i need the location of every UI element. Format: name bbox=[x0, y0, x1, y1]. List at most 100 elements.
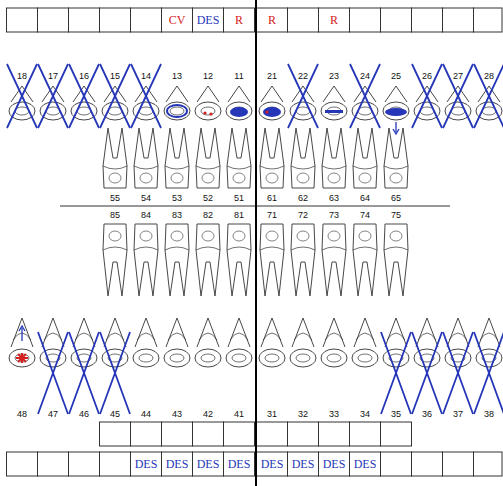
chart-cell bbox=[381, 452, 412, 476]
chart-cell bbox=[443, 452, 474, 476]
extraction-cross bbox=[131, 64, 161, 128]
tooth-drawing bbox=[353, 128, 377, 188]
tooth-drawing bbox=[227, 128, 251, 188]
tooth-number: 84 bbox=[140, 211, 152, 220]
chart-cell bbox=[257, 8, 288, 32]
tooth-drawing bbox=[73, 318, 95, 347]
status-code: DES bbox=[135, 458, 158, 470]
chart-cell bbox=[350, 422, 381, 446]
tooth-drawing bbox=[321, 349, 347, 367]
chart-cell bbox=[7, 8, 38, 32]
chart-cell bbox=[162, 452, 193, 476]
tooth-drawing bbox=[75, 333, 93, 340]
extraction-cross bbox=[412, 64, 442, 128]
tooth-number: 28 bbox=[483, 72, 495, 81]
tooth-number: 27 bbox=[452, 72, 464, 81]
chart-cell bbox=[162, 422, 193, 446]
tooth-number: 45 bbox=[109, 410, 121, 419]
extraction-cross bbox=[412, 332, 442, 414]
chart-cell bbox=[100, 8, 131, 32]
tooth-drawing bbox=[106, 333, 124, 340]
chart-cell bbox=[412, 8, 443, 32]
tooth-number: 85 bbox=[109, 211, 121, 220]
tooth-number: 63 bbox=[328, 194, 340, 203]
extraction-cross bbox=[474, 64, 503, 128]
extraction-cross bbox=[381, 332, 411, 414]
tooth-drawing bbox=[259, 349, 285, 367]
tooth-number: 11 bbox=[233, 72, 244, 81]
tooth-number: 31 bbox=[266, 410, 278, 419]
caries-mark bbox=[209, 112, 212, 115]
chart-cell bbox=[100, 422, 131, 446]
tooth-drawing bbox=[385, 86, 407, 102]
extraction-cross bbox=[38, 332, 68, 414]
tooth-drawing bbox=[359, 173, 371, 183]
tooth-drawing bbox=[321, 102, 347, 120]
tooth-number: 72 bbox=[297, 211, 309, 220]
tooth-number: 52 bbox=[202, 194, 214, 203]
tooth-drawing bbox=[170, 107, 184, 115]
tooth-number: 55 bbox=[109, 194, 121, 203]
tooth-drawing bbox=[414, 349, 440, 367]
tooth-drawing bbox=[384, 224, 408, 296]
tooth-drawing bbox=[418, 333, 436, 340]
tooth-number: 41 bbox=[233, 410, 245, 419]
tooth-number: 62 bbox=[297, 194, 309, 203]
chart-cell bbox=[288, 8, 319, 32]
chart-cell bbox=[69, 8, 100, 32]
chart-cell bbox=[257, 452, 288, 476]
tooth-drawing bbox=[292, 318, 314, 347]
tooth-number: 83 bbox=[171, 211, 183, 220]
tooth-drawing bbox=[266, 173, 278, 183]
status-code: DES bbox=[197, 14, 220, 26]
extraction-cross bbox=[100, 64, 130, 128]
status-code: DES bbox=[261, 458, 284, 470]
extraction-cross bbox=[69, 332, 99, 414]
tooth-drawing bbox=[196, 247, 220, 250]
chart-cell bbox=[350, 452, 381, 476]
tooth-number: 43 bbox=[171, 410, 183, 419]
tooth-drawing bbox=[228, 86, 250, 102]
chart-cell bbox=[474, 8, 503, 32]
tooth-drawing bbox=[166, 86, 188, 102]
tooth-number: 12 bbox=[202, 72, 214, 81]
tooth-number: 34 bbox=[359, 410, 371, 419]
tooth-drawing bbox=[9, 349, 35, 367]
tooth-drawing bbox=[445, 349, 471, 367]
tooth-drawing bbox=[199, 333, 217, 340]
tooth-drawing bbox=[165, 128, 189, 188]
chart-cell bbox=[7, 452, 38, 476]
chart-cell bbox=[319, 452, 350, 476]
tooth-drawing bbox=[226, 102, 252, 120]
extraction-cross bbox=[350, 64, 380, 128]
tooth-drawing bbox=[383, 102, 409, 120]
extraction-cross bbox=[69, 64, 99, 128]
tooth-drawing bbox=[201, 354, 215, 362]
midline bbox=[255, 0, 257, 486]
tooth-drawing bbox=[109, 173, 121, 183]
status-code: DES bbox=[197, 458, 220, 470]
extraction-cross bbox=[443, 64, 473, 128]
chart-cell bbox=[131, 452, 162, 476]
extraction-cross bbox=[443, 332, 473, 414]
tooth-number: 13 bbox=[171, 72, 183, 81]
arrow-mark bbox=[395, 122, 396, 132]
tooth-drawing bbox=[359, 231, 371, 241]
tooth-drawing bbox=[202, 231, 214, 241]
chart-cell bbox=[38, 8, 69, 32]
tooth-drawing bbox=[384, 166, 408, 169]
tooth-drawing bbox=[328, 231, 340, 241]
tooth-drawing bbox=[322, 224, 346, 296]
tooth-number: 14 bbox=[140, 72, 152, 81]
tooth-number: 15 bbox=[109, 72, 121, 81]
tooth-drawing bbox=[135, 318, 157, 347]
filling-mark bbox=[167, 105, 187, 117]
tooth-drawing bbox=[260, 128, 284, 188]
tooth-number: 48 bbox=[16, 410, 28, 419]
tooth-drawing bbox=[291, 224, 315, 296]
tooth-drawing bbox=[165, 224, 189, 296]
status-code: CV bbox=[169, 14, 186, 26]
tooth-number: 74 bbox=[359, 211, 371, 220]
extraction-cross bbox=[474, 332, 503, 414]
